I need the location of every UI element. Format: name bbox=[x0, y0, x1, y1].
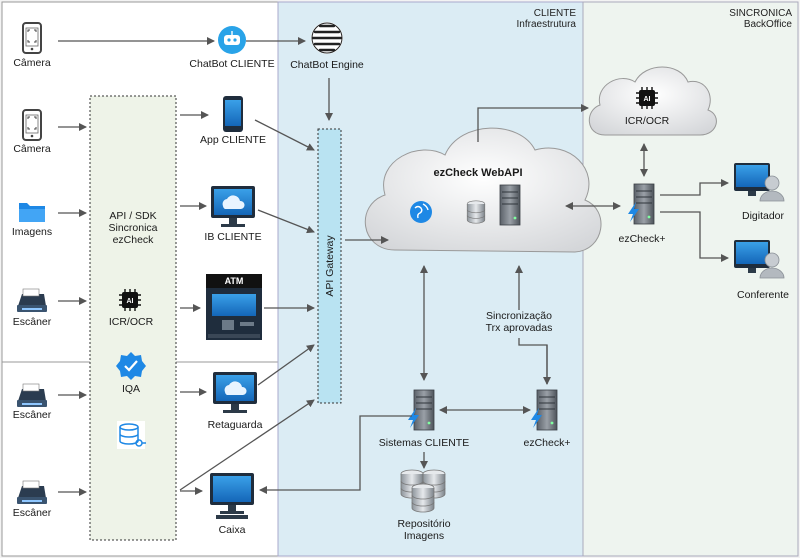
ezcheck-local-label: ezCheck+ bbox=[524, 437, 571, 449]
app-cliente-phone-icon bbox=[223, 96, 243, 132]
conn-sdk-gateway-bottom bbox=[179, 399, 315, 491]
svg-text:AI: AI bbox=[127, 298, 134, 305]
svg-text:ATM: ATM bbox=[225, 276, 244, 286]
chatbot-cliente-icon bbox=[218, 26, 246, 54]
sync-label-line2: Trx aprovadas bbox=[486, 322, 553, 334]
camera-1-label: Câmera bbox=[13, 57, 51, 69]
conn-ezcheck-conferente bbox=[660, 211, 729, 262]
digitador-label: Digitador bbox=[742, 210, 785, 222]
app-cliente-label: App CLIENTE bbox=[200, 134, 266, 146]
sdk-label-line2: Sincronica bbox=[108, 222, 157, 234]
sync-label-line1: Sincronização bbox=[486, 310, 552, 322]
caixa-monitor-icon bbox=[210, 473, 254, 519]
conn-sync-ezcheck bbox=[518, 338, 551, 385]
imagens-label: Imagens bbox=[12, 226, 52, 238]
iqa-label: IQA bbox=[122, 383, 140, 395]
iqa-badge-icon bbox=[116, 352, 146, 380]
webapi-label: ezCheck WebAPI bbox=[433, 167, 522, 179]
backoffice-ai-chip-icon: AI bbox=[635, 86, 659, 110]
camera-2-icon bbox=[22, 109, 42, 141]
sdk-label-line1: API / SDK bbox=[109, 210, 156, 222]
scanner-3-label: Escâner bbox=[13, 507, 52, 519]
conferente-label: Conferente bbox=[737, 289, 789, 301]
sdk-label-line3: ezCheck bbox=[113, 234, 155, 246]
zone-sincronica-subtitle: BackOffice bbox=[744, 19, 793, 30]
conn-app-gateway bbox=[254, 119, 315, 151]
chatbot-engine-globe-icon bbox=[311, 22, 343, 54]
ib-cliente-monitor-icon bbox=[211, 186, 255, 227]
database-key-icon bbox=[117, 421, 146, 449]
retaguarda-monitor-icon bbox=[213, 372, 257, 413]
retaguarda-label: Retaguarda bbox=[208, 419, 263, 431]
sdk-box bbox=[89, 95, 177, 541]
connectors bbox=[58, 37, 729, 496]
webapi-database-icon bbox=[466, 200, 486, 224]
sdk-ai-chip-icon: AI bbox=[118, 288, 142, 312]
atm-icon: ATM bbox=[206, 274, 262, 340]
scanner-2-label: Escâner bbox=[13, 409, 52, 421]
chatbot-engine-label: ChatBot Engine bbox=[290, 59, 364, 71]
caixa-label: Caixa bbox=[219, 524, 246, 536]
sistemas-cliente-label: Sistemas CLIENTE bbox=[379, 437, 469, 449]
webapi-server-icon bbox=[499, 184, 521, 226]
zone-cliente-subtitle: Infraestrutura bbox=[517, 19, 577, 30]
chatbot-cliente-label: ChatBot CLIENTE bbox=[189, 58, 274, 70]
webapi-globe-icon bbox=[410, 201, 432, 223]
scanner-1-label: Escâner bbox=[13, 316, 52, 328]
api-gateway-box bbox=[317, 128, 342, 404]
backoffice-ezcheck-label: ezCheck+ bbox=[619, 233, 666, 245]
zone-sincronica-title: SINCRONICA bbox=[729, 8, 792, 19]
conn-ezcheck-digitador bbox=[660, 179, 729, 196]
conn-retaguarda-gateway bbox=[257, 344, 315, 386]
svg-text:AI: AI bbox=[644, 96, 651, 103]
repositorio-label-line2: Imagens bbox=[404, 530, 444, 542]
conferente-workstation-icon bbox=[734, 240, 785, 279]
ib-cliente-label: IB CLIENTE bbox=[204, 231, 261, 243]
backoffice-icr-label: ICR/OCR bbox=[625, 115, 670, 127]
digitador-workstation-icon bbox=[734, 163, 785, 202]
conn-webapi-icr bbox=[477, 104, 589, 142]
camera-2-label: Câmera bbox=[13, 143, 51, 155]
api-gateway-label: API Gateway bbox=[324, 235, 336, 297]
zone-cliente-title: CLIENTE bbox=[534, 8, 577, 19]
folder-icon bbox=[19, 203, 45, 222]
conn-sistemas-caixa bbox=[259, 415, 412, 494]
sdk-icr-label: ICR/OCR bbox=[109, 316, 154, 328]
camera-1-icon bbox=[22, 22, 42, 54]
repositorio-label-line1: Repositório bbox=[397, 518, 450, 530]
conn-ib-gateway bbox=[257, 209, 315, 234]
